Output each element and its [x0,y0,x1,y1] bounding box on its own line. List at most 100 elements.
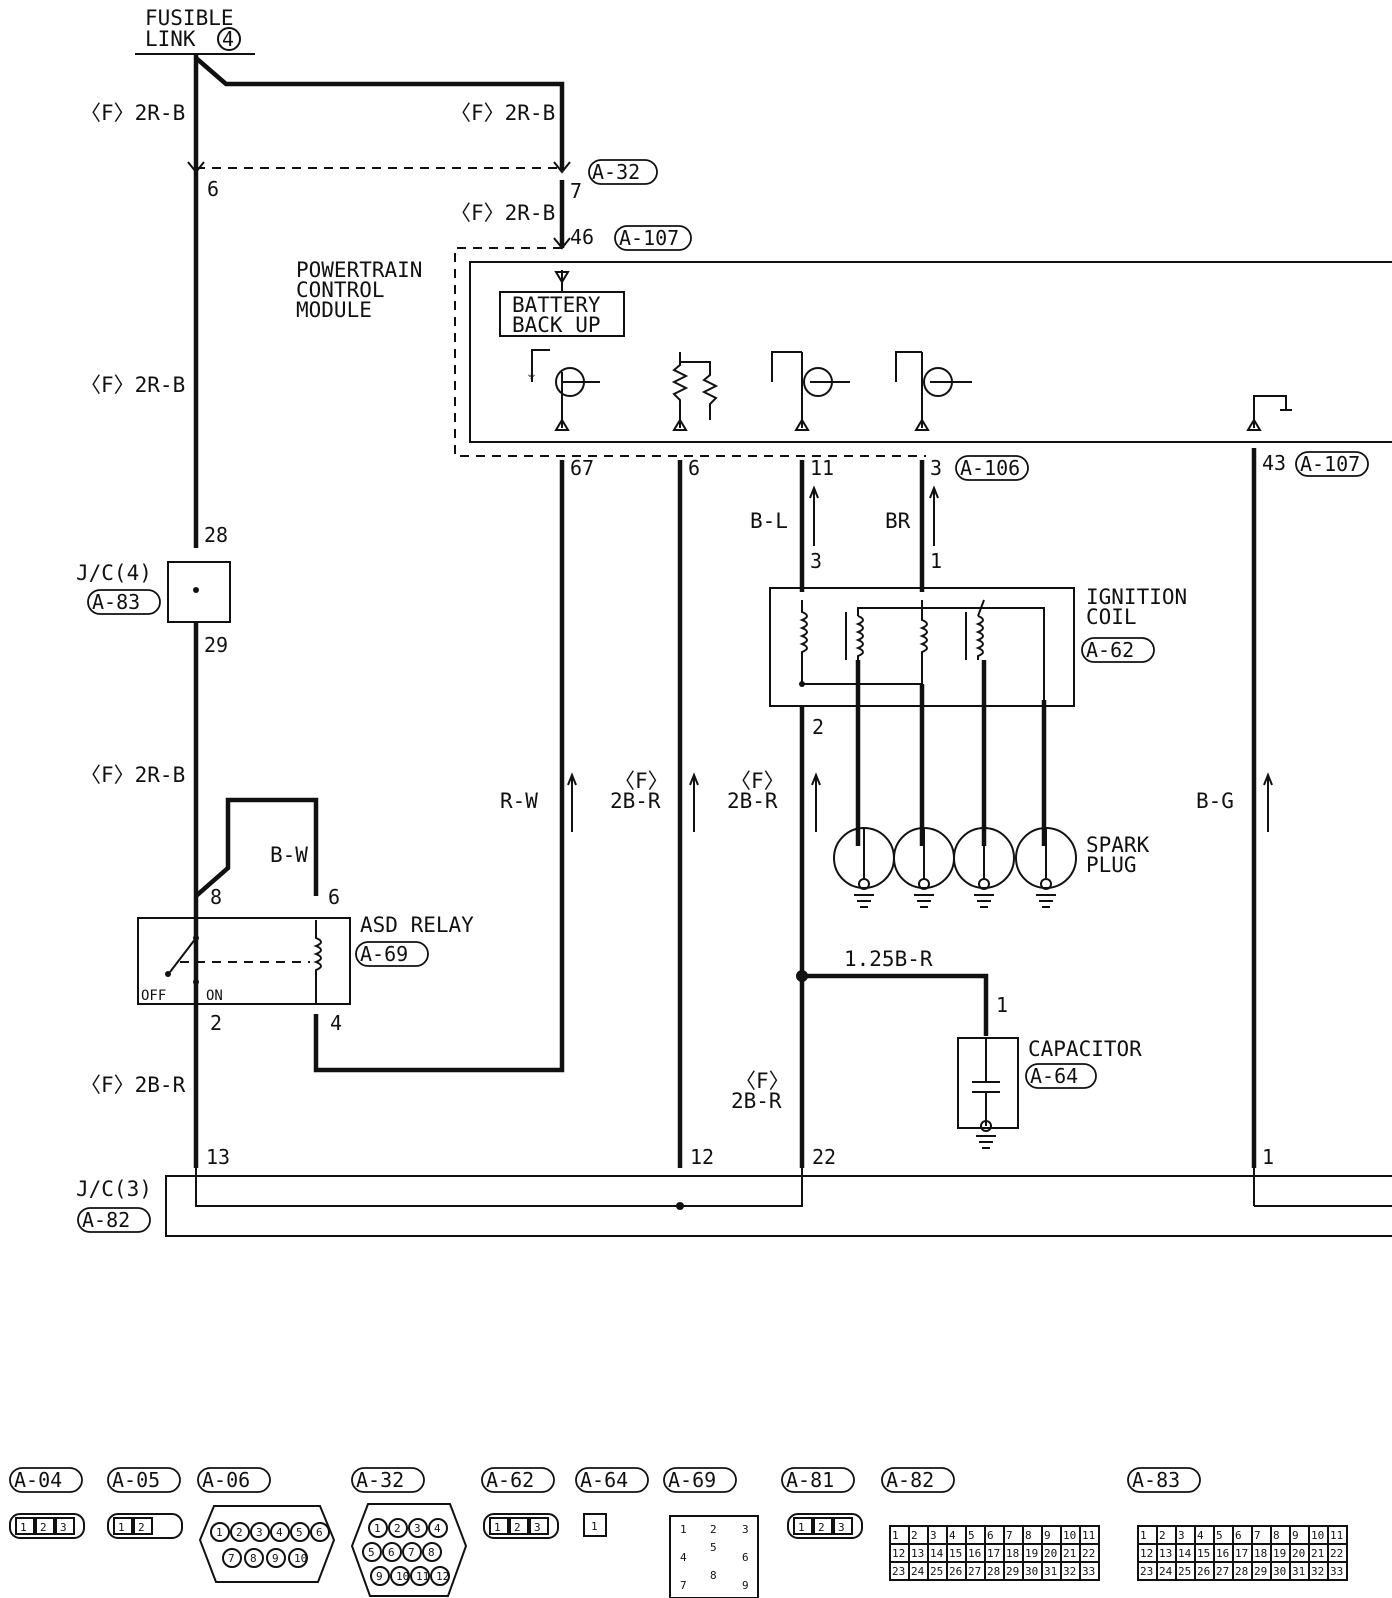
connector-pin-label: 1 [118,1521,125,1534]
connector-pin-label: 24 [1159,1565,1173,1578]
connector-pin [368,1518,388,1538]
connector-pin-label: 18 [1254,1547,1267,1560]
connector-pin [310,1522,330,1542]
connector-pin-label: 3 [414,1522,421,1535]
wire-label: B-W [270,843,308,867]
connector-pin-label: 10 [396,1570,409,1583]
connector-pin-label: 4 [949,1529,956,1542]
pcm-label: POWERTRAIN [296,258,422,282]
connector-pin [489,1517,509,1535]
spark-plug-icon [893,827,955,908]
coil-icon [799,599,1047,846]
connector-pin-label: 5 [368,1546,375,1559]
connector-pin-label: 11 [1330,1529,1343,1542]
connector-pin [793,1517,813,1535]
connector-pin-label: 33 [1082,1565,1095,1578]
wire-rw [313,460,565,1073]
legend-tag [9,1467,83,1493]
spark-plug-label: PLUG [1086,853,1137,877]
battery-backup-label: BACK UP [512,313,601,337]
capacitor-box [957,1037,1019,1129]
pin-label: 3 [930,456,942,480]
connector-pin-label: 27 [968,1565,981,1578]
connector-pin [244,1548,264,1568]
jc3-label: J/C(3) [76,1177,152,1201]
connector-pin-label: 17 [1235,1547,1248,1560]
connector-pin-label: 16 [1216,1547,1229,1560]
legend-tag [197,1467,271,1493]
connector-pin-label: 1 [892,1529,899,1542]
connector-pin-label: 3 [256,1526,263,1539]
connector-pin-label: 23 [892,1565,905,1578]
connector-pin-label: 18 [1006,1547,1019,1560]
connector-pin [133,1517,153,1535]
connector-pin-label: 3 [838,1521,845,1534]
legend-tag-text: A-69 [668,1468,716,1492]
connector-pin-label: 8 [250,1552,257,1565]
connector-pin-label: 2 [236,1526,243,1539]
connector-pin-label: 2 [40,1521,47,1534]
connector-pin-label: 1 [1140,1529,1147,1542]
connector-pin-label: 1 [494,1521,501,1534]
legend-tag [575,1467,649,1493]
pin-label: 67 [570,456,594,480]
connector-pin-label: 9 [742,1579,749,1592]
ground-icon [1246,395,1292,431]
connector-pin-label: 9 [1044,1529,1051,1542]
transistor-icon [895,351,972,431]
connector-pin-label: 24 [911,1565,925,1578]
connector-pin [230,1522,250,1542]
splice-point [676,1202,684,1210]
battery-backup-label: BATTERY [512,293,601,317]
connector-tag: A-82 [82,1208,130,1232]
pin-label: 12 [690,1145,714,1169]
connector-pin-label: 19 [1025,1547,1038,1560]
legend-tag-text: A-83 [1132,1468,1180,1492]
connector-pin-label: 7 [228,1552,235,1565]
jc3-bus [195,1168,803,1207]
pin-label: 1 [930,549,942,573]
connector-pin-label: 21 [1063,1547,1076,1560]
connector-pin-label: 4 [434,1522,441,1535]
connector-tag: A-107 [1300,452,1360,476]
connector-pin-label: 29 [1006,1565,1019,1578]
connector-tag: A-83 [92,590,140,614]
wire-label: 〈F〉2R-B [80,373,185,397]
connector-tag: A-62 [1086,638,1134,662]
connector-pin-label: 2 [138,1521,145,1534]
connector-pin-label: 1 [374,1522,381,1535]
connector-pin [509,1517,529,1535]
connector-pin-label: 10 [1063,1529,1076,1542]
connector-pin-label: 1 [591,1520,598,1533]
pin-label: 6 [207,177,219,201]
legend-tag-text: A-81 [786,1468,834,1492]
connector-pin [270,1522,290,1542]
connector-tag: A-69 [360,942,408,966]
legend-tag [107,1467,181,1493]
connector-pin-label: 9 [1292,1529,1299,1542]
pin-label: 43 [1262,451,1286,475]
connector-tag: A-32 [592,160,640,184]
ignition-coil-label: IGNITION [1086,585,1187,609]
spark-plug-icon [1015,827,1077,908]
connector-pin-label: 11 [1082,1529,1095,1542]
connector-pin-label: 1 [798,1521,805,1534]
legend-tag-text: A-62 [486,1468,534,1492]
connector-pin-label: 6 [316,1526,323,1539]
connector-pin [222,1548,242,1568]
connector-pin-label: 5 [296,1526,303,1539]
relay-off-label: OFF [141,988,166,1004]
connector-pin-label: 26 [1197,1565,1210,1578]
pin-label: 8 [210,885,222,909]
wire-bw [194,797,319,898]
connector-pin-label: 1 [680,1523,687,1536]
wire-label: 〈F〉 [730,769,785,793]
transistor-icon: ⏚ [526,349,600,431]
pin-label: 1 [996,993,1008,1017]
connector-pin [390,1566,410,1586]
connector-pin-label: 25 [930,1565,943,1578]
connector-shape [350,1503,468,1597]
pin-label: 11 [810,456,834,480]
legend-tag-text: A-04 [14,1468,62,1492]
pin-label: 4 [330,1011,342,1035]
